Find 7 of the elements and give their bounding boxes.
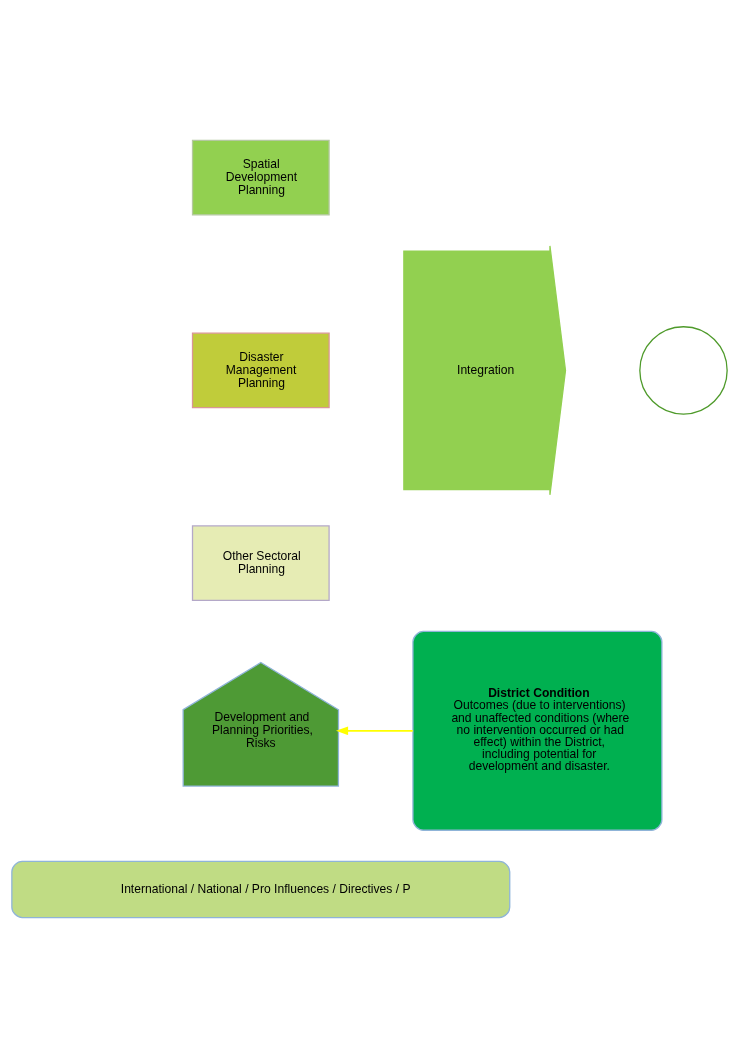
node-box: District Condition Outcomes (due to interventions) and unaffected conditions (where no intervention occurred or had effect) within the District, including potential for development and disaster. — [412, 630, 663, 831]
node-circle — [639, 325, 728, 415]
node-box: Spatial Development Planning — [191, 139, 330, 215]
node-box: International / National / Pro Influences / Directives / P — [11, 860, 511, 918]
node-box: Other Sectoral Planning — [191, 524, 330, 601]
node-box: Disaster Management Planning — [191, 332, 330, 408]
arrow — [336, 726, 414, 735]
